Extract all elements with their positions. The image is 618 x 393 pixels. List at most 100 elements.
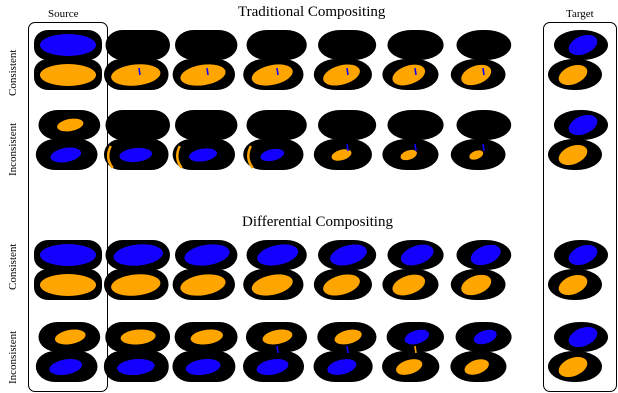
traditional-consistent-col-4 <box>313 30 377 90</box>
differential-consistent-col-7-bottom-fill <box>558 274 588 296</box>
differential-consistent-col-0-top-fill <box>40 244 96 266</box>
traditional-consistent-col-4-artifact <box>346 67 349 76</box>
differential-inconsistent-col-3-bottom-fill <box>256 359 289 375</box>
differential-inconsistent-col-2-bottom-fill <box>185 358 221 376</box>
differential-consistent-col-6 <box>450 240 512 300</box>
traditional-consistent-col-3 <box>243 30 307 90</box>
traditional-inconsistent-col-4-artifact <box>346 143 349 152</box>
traditional-consistent-col-6-artifact <box>482 67 485 76</box>
traditional-compositing-title: Traditional Compositing <box>238 4 386 20</box>
traditional-inconsistent-col-1-bottom-fill <box>119 147 153 163</box>
traditional-consistent-col-1-top-fill <box>113 34 163 56</box>
traditional-consistent-col-2-artifact <box>206 67 209 76</box>
differential-inconsistent-col-1-top-fill <box>120 329 156 345</box>
differential-consistent-col-5-top-fill <box>400 244 434 266</box>
differential-consistent-col-3 <box>243 240 307 300</box>
traditional-inconsistent-col-0-bottom-fill <box>50 147 82 163</box>
differential-inconsistent-col-0-top-fill <box>54 329 86 345</box>
differential-consistent-col-4 <box>313 240 377 300</box>
traditional-inconsistent-col-7-bottom-fill <box>558 144 588 166</box>
traditional-consistent-col-5-artifact <box>414 67 417 76</box>
traditional-consistent-col-5 <box>382 30 444 90</box>
differential-inconsistent-col-3-top-fill <box>262 329 293 345</box>
differential-consistent-col-3-top-fill <box>257 244 299 266</box>
differential-inconsistent-col-1 <box>103 322 171 382</box>
differential-inconsistent-col-6-bottom-fill <box>464 359 489 375</box>
traditional-inconsistent-col-7 <box>548 110 608 170</box>
differential-inconsistent-col-4 <box>313 322 377 382</box>
traditional-inconsistent-col-1-top-fill <box>113 114 163 136</box>
traditional-inconsistent-col-1-edge-sliver <box>106 145 114 169</box>
differential-consistent-col-5 <box>382 240 444 300</box>
traditional-inconsistent-col-3-top-fill <box>257 114 299 136</box>
differential-inconsistent-col-7-top-fill <box>568 326 598 348</box>
differential-inconsistent-col-5-top-fill <box>404 329 430 345</box>
differential-inconsistent-col-4-top-fill <box>334 329 362 345</box>
traditional-inconsistent-col-5 <box>382 110 444 170</box>
differential-consistent-col-6-top-fill <box>470 244 501 266</box>
differential-inconsistent-col-0 <box>35 322 101 382</box>
traditional-consistent-col-0-bottom-fill <box>40 64 96 86</box>
differential-inconsistent-col-6 <box>450 322 512 382</box>
differential-inconsistent-col-4-artifact <box>346 345 349 354</box>
traditional-consistent-col-0-top-fill <box>40 34 96 56</box>
traditional-inconsistent-col-1 <box>104 110 170 170</box>
traditional-inconsistent-col-6-artifact <box>482 143 485 152</box>
differential-consistent-col-6-bottom-fill <box>461 274 492 296</box>
differential-inconsistent-col-5 <box>382 322 444 382</box>
traditional-inconsistent-col-6 <box>450 110 512 170</box>
traditional-inconsistent-col-5-top-fill <box>400 114 434 136</box>
traditional-inconsistent-col-3 <box>243 110 307 170</box>
traditional-consistent-col-7 <box>548 30 608 90</box>
differential-inconsistent-col-3 <box>242 322 308 382</box>
traditional-consistent-col-6-top-fill <box>470 34 501 56</box>
traditional-inconsistent-col-5-bottom-fill <box>400 149 417 161</box>
traditional-inconsistent-col-2-top-fill <box>184 114 230 136</box>
traditional-consistent-col-5-top-fill <box>400 34 434 56</box>
differential-consistent-col-4-top-fill <box>330 244 367 266</box>
differential-inconsistent-col-3-artifact <box>276 345 279 354</box>
traditional-inconsistent-col-3-bottom-fill <box>260 148 285 162</box>
traditional-inconsistent-col-5-artifact <box>414 143 417 152</box>
differential-inconsistent-col-2-top-fill <box>190 329 223 345</box>
differential-inconsistent-col-7-bottom-fill <box>558 356 588 378</box>
differential-inconsistent-col-5-bottom-fill <box>396 359 423 375</box>
differential-consistent-col-1-bottom-fill <box>111 274 161 296</box>
traditional-consistent-col-3-bottom-fill <box>251 64 293 86</box>
traditional-inconsistent-col-2 <box>172 110 238 170</box>
traditional-inconsistent-col-3-edge-sliver <box>247 145 254 169</box>
traditional-consistent-col-2 <box>172 30 238 90</box>
traditional-consistent-col-1-bottom-fill <box>111 64 161 86</box>
differential-inconsistent-col-2 <box>172 322 238 382</box>
traditional-inconsistent-col-2-bottom-fill <box>188 148 218 162</box>
traditional-consistent-col-5-bottom-fill <box>392 64 426 86</box>
differential-consistent-col-0 <box>34 240 102 300</box>
differential-inconsistent-col-7 <box>548 322 608 382</box>
differential-consistent-col-2-top-fill <box>184 244 230 266</box>
differential-consistent-col-2 <box>172 240 238 300</box>
source-column-frame <box>28 22 108 392</box>
differential-consistent-col-3-bottom-fill <box>251 274 293 296</box>
target-column-label: Target <box>566 8 594 20</box>
differential-inconsistent-col-1-bottom-fill <box>117 358 155 376</box>
traditional-consistent-col-4-bottom-fill <box>323 64 360 86</box>
differential-inconsistent-col-0-bottom-fill <box>49 359 83 375</box>
traditional-consistent-col-0 <box>34 30 102 90</box>
differential-consistent-col-0-bottom-fill <box>40 274 96 296</box>
traditional-consistent-col-6 <box>450 30 512 90</box>
traditional-inconsistent-col-0-top-fill <box>57 118 84 132</box>
traditional-inconsistent-col-2-edge-sliver <box>176 145 183 169</box>
traditional-inconsistent-col-0 <box>35 110 101 170</box>
traditional-consistent-col-7-top-fill <box>568 34 598 56</box>
traditional-consistent-col-7-bottom-fill <box>558 64 588 86</box>
differential-consistent-col-7-top-fill <box>568 244 598 266</box>
differential-inconsistent-col-5-artifact <box>414 345 417 354</box>
differential-consistent-col-2-bottom-fill <box>180 274 226 296</box>
traditional-inconsistent-col-6-top-fill <box>470 114 501 136</box>
traditional-consistent-col-3-top-fill <box>257 34 299 56</box>
differential-compositing-title: Differential Compositing <box>242 214 393 230</box>
differential-inconsistent-col-6-top-fill <box>473 329 497 345</box>
differential-consistent-col-4-bottom-fill <box>323 274 360 296</box>
traditional-consistent-col-4-top-fill <box>330 34 367 56</box>
traditional-inconsistent-col-4-top-fill <box>330 114 367 136</box>
